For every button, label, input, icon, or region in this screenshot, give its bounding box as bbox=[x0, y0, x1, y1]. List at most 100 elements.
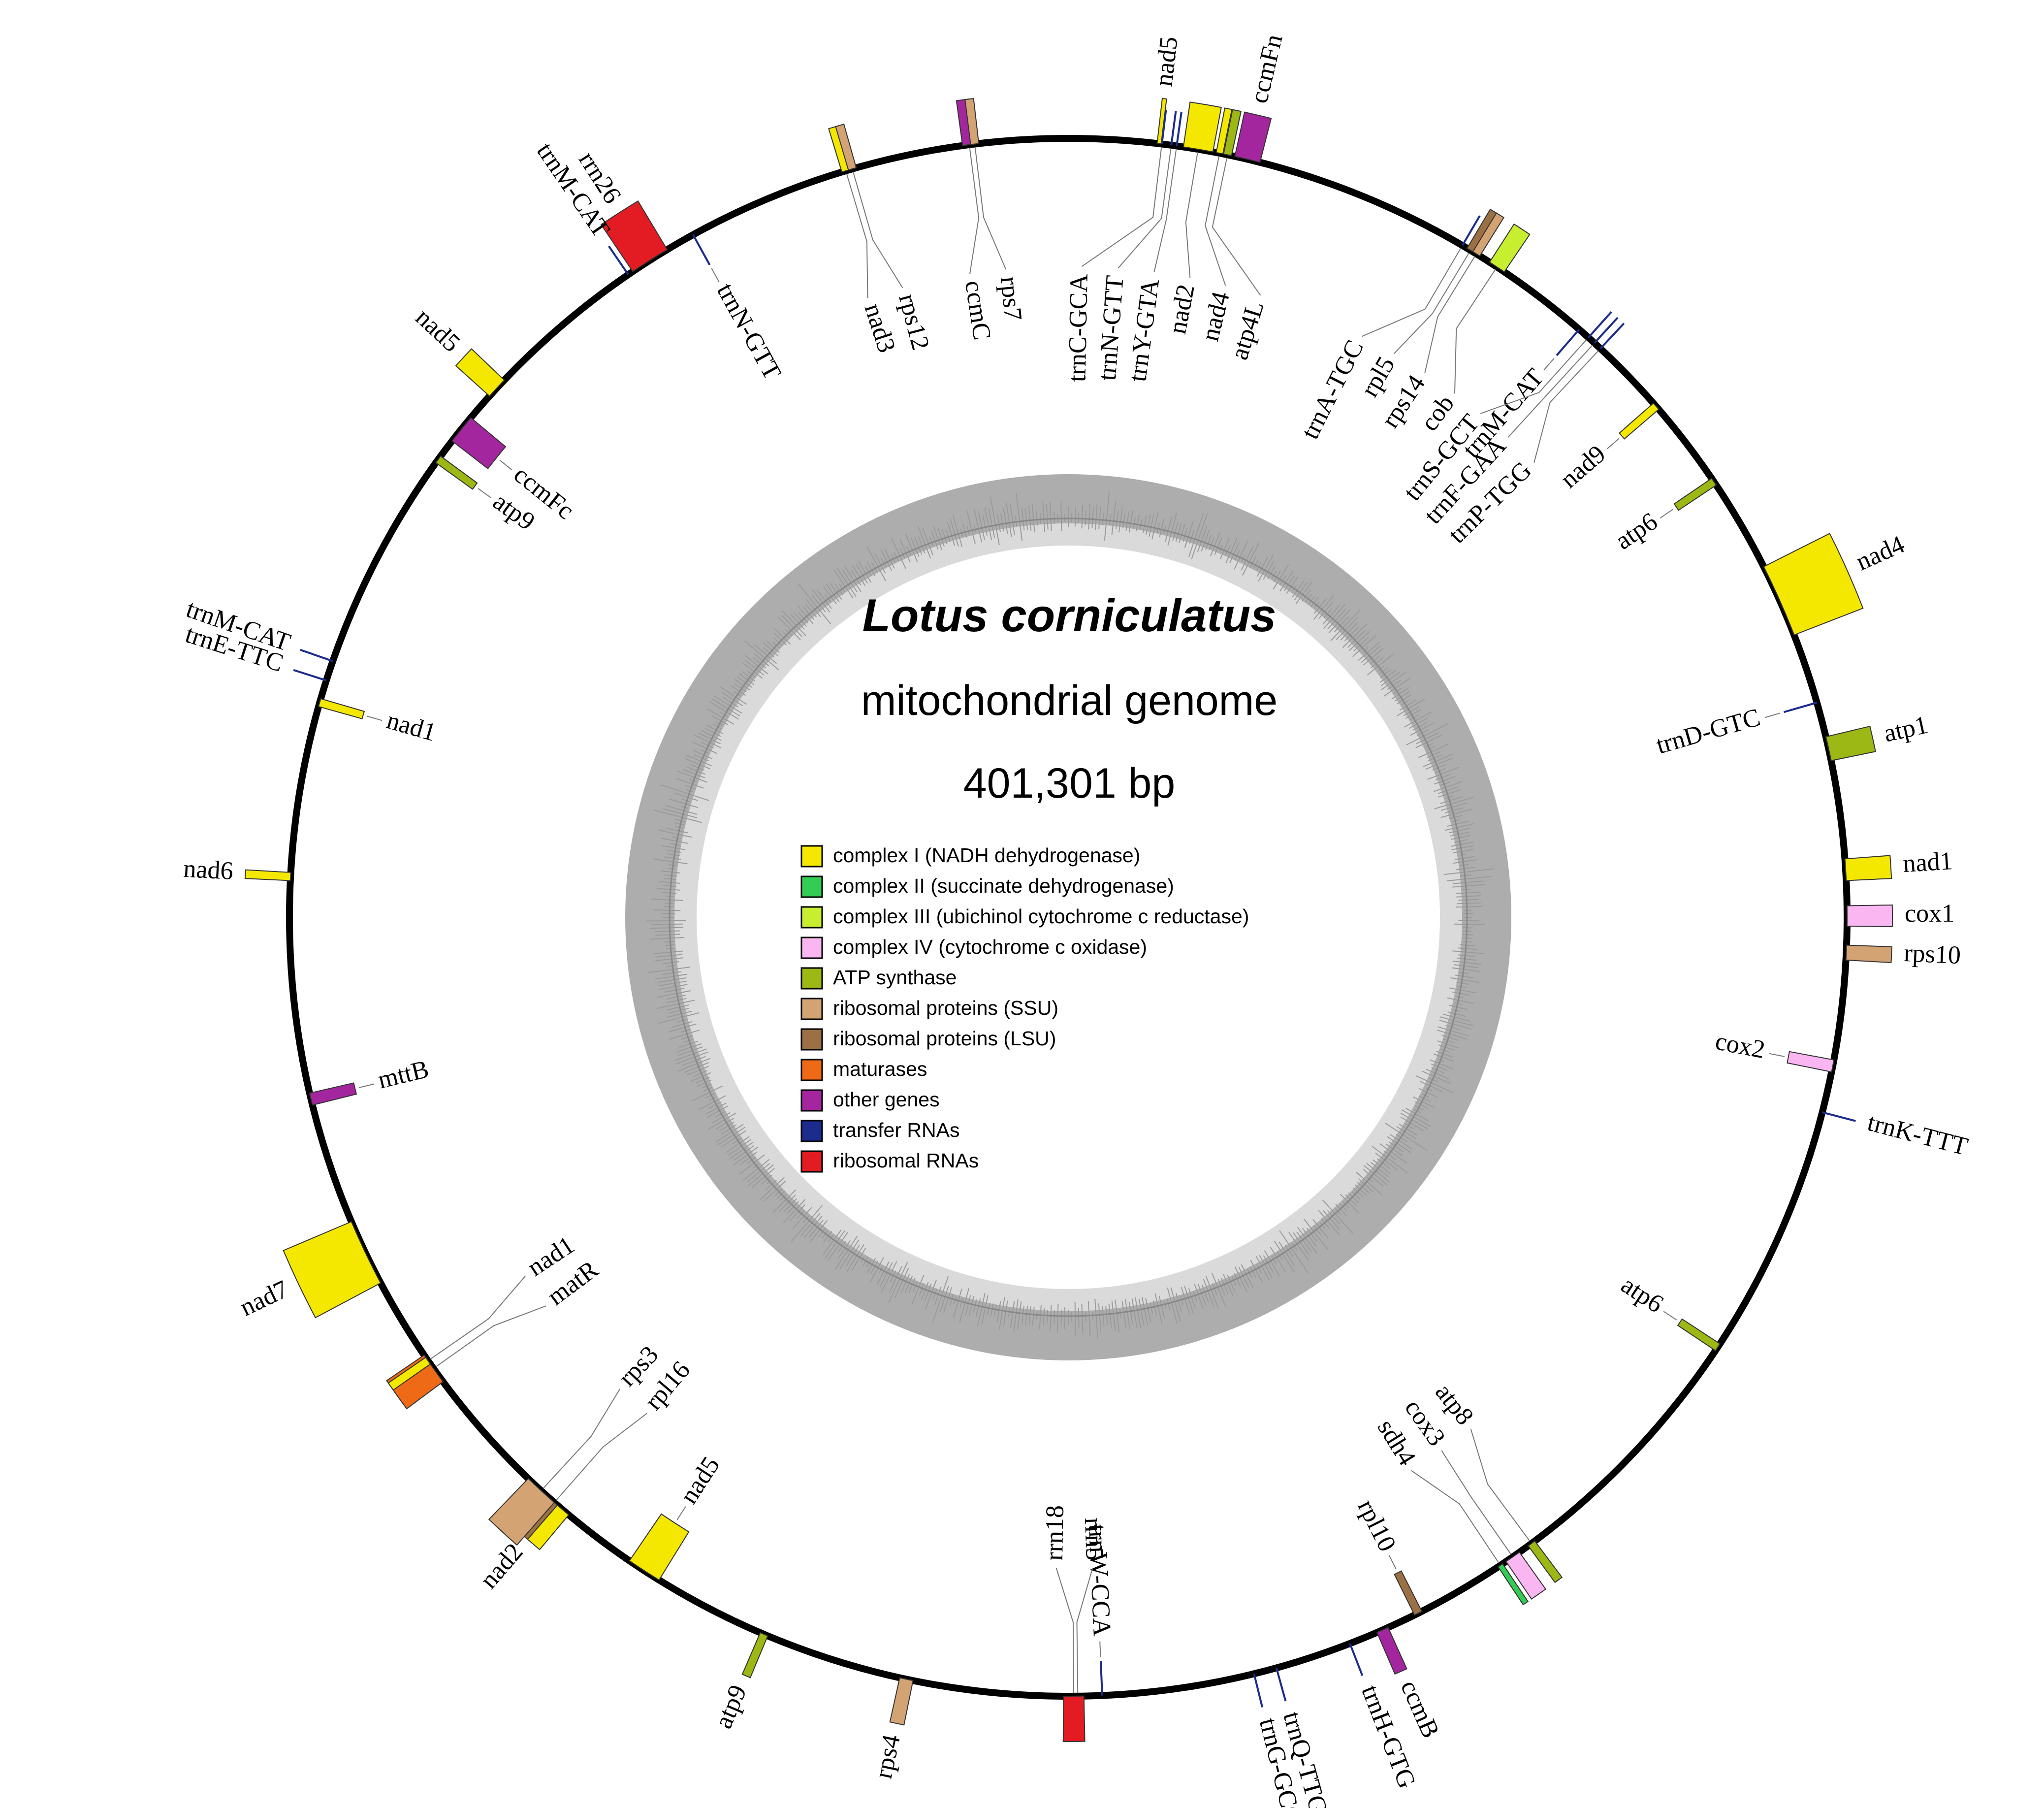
legend-item-other: other genes bbox=[800, 1088, 940, 1112]
gene-label-atp6-4: atp6 bbox=[1610, 507, 1662, 555]
legend-item-lsu: ribosomal proteins (LSU) bbox=[800, 1027, 1056, 1051]
leader-line bbox=[1507, 345, 1593, 438]
gene-mttb-25: mttB bbox=[309, 1055, 432, 1106]
legend-label: ribosomal proteins (SSU) bbox=[833, 997, 1058, 1019]
gene-mark bbox=[1461, 215, 1481, 246]
gene-label-nad4-5: nad4 bbox=[1852, 530, 1909, 576]
gene-mark bbox=[1845, 944, 1892, 964]
leader-line bbox=[1606, 438, 1620, 450]
gene-mark bbox=[692, 234, 711, 265]
gene-mark bbox=[455, 348, 505, 397]
gene-trnf-gaa-c2-1: trnF-GAA bbox=[1419, 317, 1619, 529]
gene-label-trnn-gtt-35: trnN-GTT bbox=[711, 279, 787, 385]
gene-label-rps7: rps7 bbox=[995, 275, 1027, 322]
gene-mark bbox=[1234, 111, 1272, 163]
gene-label-nad2-23: nad2 bbox=[475, 1538, 528, 1594]
gene-rps4-20: rps4 bbox=[869, 1677, 914, 1781]
gene-rps10-10: rps10 bbox=[1845, 939, 1961, 969]
legend-label: ribosomal proteins (LSU) bbox=[833, 1027, 1056, 1050]
gene-label-atp9-21: atp9 bbox=[709, 1681, 752, 1733]
legend-label: complex III (ubichinol cytochrome c redu… bbox=[833, 905, 1249, 928]
leader-line bbox=[1362, 248, 1462, 337]
gene-mark bbox=[1763, 533, 1864, 636]
gene-mark bbox=[1062, 1695, 1086, 1743]
gene-nad1-8: nad1 bbox=[1844, 847, 1953, 881]
leader-line bbox=[1454, 269, 1496, 394]
gene-label-trnw-cca-19: trnW-CCA bbox=[1083, 1523, 1116, 1637]
gene-mark bbox=[1677, 1318, 1721, 1352]
gene-atp1-7: atp1 bbox=[1825, 711, 1930, 762]
leader-line bbox=[499, 459, 512, 471]
gene-label-ccmfn-1: ccmFn bbox=[1245, 32, 1288, 106]
legend-swatch bbox=[800, 1059, 823, 1081]
center-title: Lotus corniculatus mitochondrial genome … bbox=[861, 589, 1278, 807]
gene-label-atp6-13: atp6 bbox=[1616, 1271, 1668, 1319]
gene-label-nad1-27: nad1 bbox=[383, 706, 439, 747]
gc-content-ring bbox=[625, 474, 1511, 1360]
legend-swatch bbox=[800, 1120, 823, 1142]
gene-cox2-11: cox2 bbox=[1713, 1027, 1835, 1073]
leader-line bbox=[1470, 1428, 1531, 1542]
leader-line bbox=[1055, 1568, 1075, 1693]
gene-mark bbox=[1176, 111, 1182, 146]
gene-mark bbox=[488, 1478, 555, 1546]
gene-label-nad1-8: nad1 bbox=[1902, 847, 1953, 878]
legend-label: ribosomal RNAs bbox=[833, 1149, 979, 1172]
gene-mark bbox=[1489, 223, 1531, 273]
legend-swatch bbox=[800, 936, 823, 959]
leader-line bbox=[1663, 1311, 1677, 1321]
legend-swatch bbox=[800, 906, 823, 929]
gene-label-nad9-3: nad9 bbox=[1555, 440, 1611, 493]
gene-mark bbox=[1846, 904, 1893, 928]
gene-mark bbox=[1497, 1563, 1529, 1606]
gene-label-cox1-9: cox1 bbox=[1905, 900, 1954, 928]
gene-mark bbox=[964, 97, 980, 145]
leader-line bbox=[543, 1388, 621, 1489]
gene-mark bbox=[1223, 109, 1242, 157]
gene-mark bbox=[1099, 1661, 1104, 1696]
gene-mark bbox=[835, 124, 857, 171]
gene-mark bbox=[300, 648, 333, 662]
gene-mark bbox=[1599, 323, 1625, 350]
gene-mark bbox=[1394, 1570, 1423, 1616]
gene-label-ccmc: ccmC bbox=[959, 279, 996, 342]
legend-swatch bbox=[800, 845, 823, 868]
gene-mark bbox=[1376, 1627, 1407, 1675]
gene-mark bbox=[1825, 725, 1876, 762]
leader-line bbox=[1769, 1053, 1785, 1057]
legend-item-complex_II: complex II (succinate dehydrogenase) bbox=[800, 874, 1174, 898]
leader-line bbox=[478, 488, 491, 498]
gene-trnn-gtt-35: trnN-GTT bbox=[692, 234, 787, 385]
gene-mark bbox=[600, 200, 668, 272]
gene-mark bbox=[1783, 702, 1818, 713]
gene-ccmfn-1: ccmFn bbox=[1234, 32, 1288, 163]
leader-line bbox=[1660, 509, 1674, 518]
gene-mark bbox=[1594, 317, 1619, 344]
gene-nad5-22: nad5 bbox=[629, 1452, 725, 1581]
gc-spikes-path bbox=[645, 491, 1494, 1339]
legend-swatch bbox=[800, 875, 823, 898]
legend-swatch bbox=[800, 1089, 823, 1112]
gene-label-rps10-10: rps10 bbox=[1903, 939, 1961, 969]
legend-label: other genes bbox=[833, 1088, 940, 1111]
genome-subtitle: mitochondrial genome bbox=[861, 677, 1278, 724]
gene-label-trnd-gtc-6: trnD-GTC bbox=[1653, 703, 1763, 760]
legend-label: complex I (NADH dehydrogenase) bbox=[833, 844, 1140, 867]
gene-trnw-cca-19: trnW-CCA bbox=[1083, 1523, 1116, 1696]
gene-label-rrn18: rrn18 bbox=[1040, 1505, 1069, 1561]
gc-profile bbox=[645, 491, 1494, 1339]
legend-swatch bbox=[800, 1150, 823, 1173]
gene-label-trny-gta: trnY-GTA bbox=[1123, 277, 1165, 384]
gene-label-nad5-22: nad5 bbox=[674, 1452, 725, 1509]
leader-line bbox=[846, 173, 868, 298]
leader-line bbox=[1543, 358, 1555, 371]
gene-atp8-c3-0: atp8 bbox=[1430, 1378, 1563, 1583]
gene-label-rps4-20: rps4 bbox=[869, 1732, 906, 1781]
gc-midline bbox=[669, 517, 1468, 1317]
gene-label-rpl10-14: rpl10 bbox=[1352, 1495, 1401, 1556]
leader-line bbox=[1388, 1554, 1397, 1570]
gene-rps3-c5-1: rps3 bbox=[488, 1341, 664, 1546]
gene-label-nad7-26: nad7 bbox=[236, 1275, 293, 1322]
